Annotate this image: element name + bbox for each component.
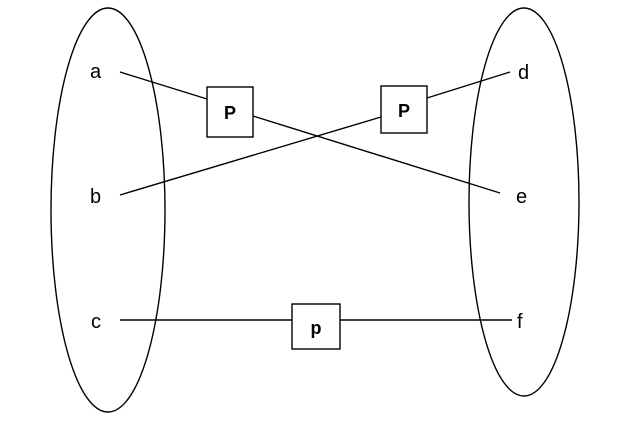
process-box-2-label: P <box>398 101 410 121</box>
process-box-3: p <box>291 303 341 350</box>
node-label-e: e <box>516 186 527 208</box>
edge-b-to-box-2 <box>119 116 382 196</box>
right-set-ellipse <box>468 7 580 397</box>
left-set-ellipse <box>50 7 166 413</box>
node-label-d: d <box>518 62 529 84</box>
edge-box-1-to-e <box>252 115 501 194</box>
edge-box-2-to-d <box>426 71 511 99</box>
node-label-b: b <box>90 186 101 208</box>
edge-a-to-box-1 <box>119 71 208 100</box>
node-label-f: f <box>517 311 523 333</box>
process-box-1-label: P <box>224 103 236 123</box>
node-label-a: a <box>90 61 102 83</box>
node-label-c: c <box>91 311 101 333</box>
process-box-1: P <box>206 86 254 138</box>
process-box-3-label: p <box>311 318 322 338</box>
process-box-2: P <box>380 85 428 134</box>
